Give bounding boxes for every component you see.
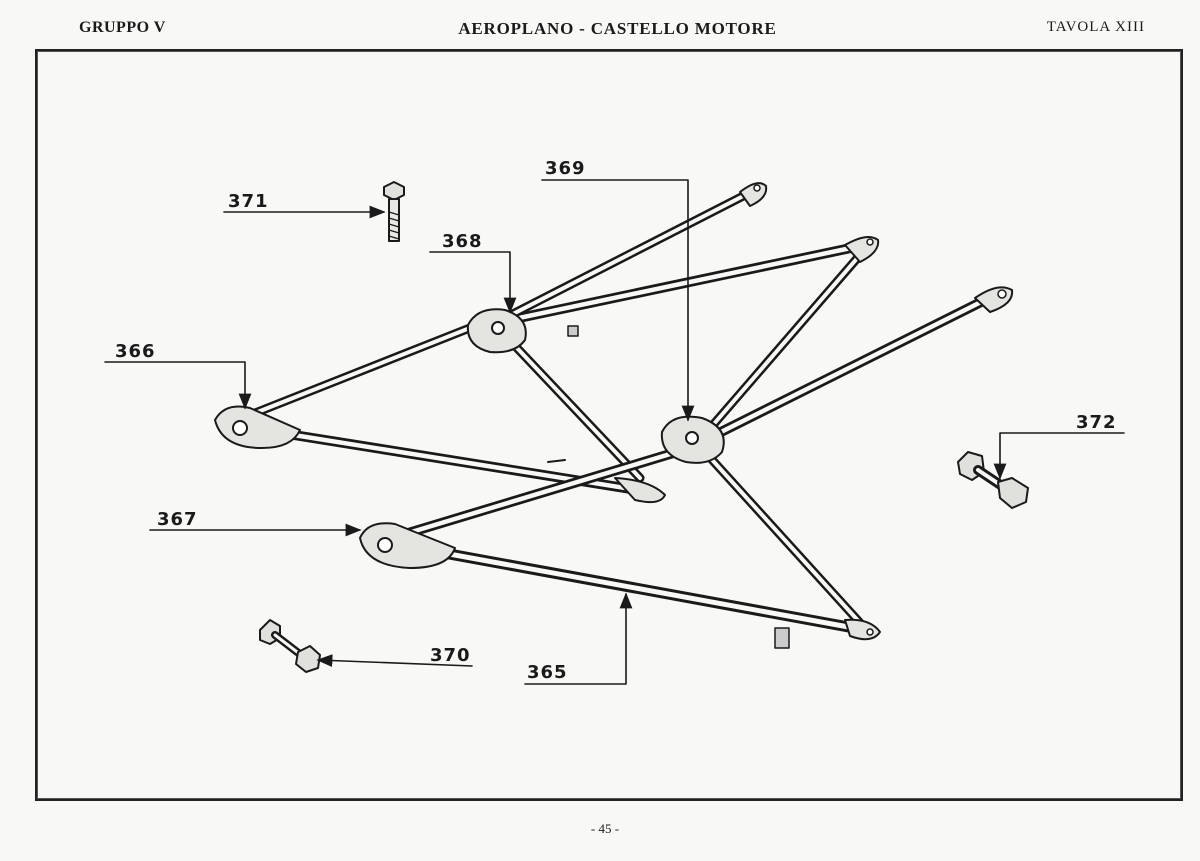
bolt-370: [259, 619, 321, 673]
page-title: AEROPLANO - CASTELLO MOTORE: [458, 19, 777, 38]
tip-to-center-strut: [695, 250, 865, 445]
diagonal-brace: [495, 325, 645, 483]
bolt-372: [957, 451, 1029, 509]
lower-strut-to-center: [380, 443, 695, 545]
page-number: - 45 -: [590, 821, 620, 836]
small-tab: [774, 627, 790, 649]
center-to-right-strut: [700, 447, 867, 630]
upper-strut-rear: [245, 313, 500, 420]
header-group: GRUPPO V: [79, 19, 166, 36]
callout-371: 371: [228, 191, 269, 212]
upper-strut-arm: [500, 185, 760, 323]
small-tab: [567, 325, 579, 337]
callout-366: 366: [115, 341, 156, 362]
bolt-371: [383, 181, 405, 242]
callout-368: 368: [442, 231, 483, 252]
tip-fitting-long-arm: [974, 286, 1014, 313]
plate-number: TAVOLA XIII: [1046, 19, 1145, 35]
tip-fitting-upper: [844, 235, 880, 263]
callout-365: 365: [527, 662, 568, 683]
callout-367: 367: [157, 509, 198, 530]
fitting-368: [466, 308, 527, 354]
long-arm-right: [700, 290, 1000, 445]
leader-lines: [104, 179, 1125, 685]
drawing-frame: [35, 49, 1183, 801]
small-tab: [547, 459, 566, 463]
lower-base-strut: [394, 539, 871, 636]
tip-fitting-diagonal: [614, 477, 666, 504]
callout-372: 372: [1076, 412, 1117, 433]
lower-left-strut: [270, 427, 655, 497]
upper-strut-to-tip: [495, 240, 870, 327]
fitting-366: [214, 405, 301, 449]
fitting-369: [660, 415, 725, 464]
tip-fitting-lower-right: [844, 618, 881, 641]
callout-370: 370: [430, 645, 471, 666]
tip-fitting-arm: [739, 182, 768, 207]
fitting-367: [359, 522, 456, 569]
callout-369: 369: [545, 158, 586, 179]
